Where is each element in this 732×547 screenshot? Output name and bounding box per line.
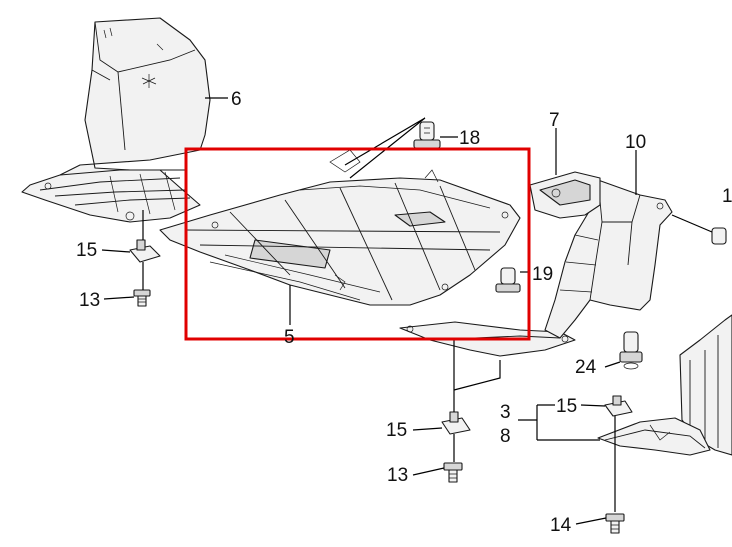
label-part-10: 10	[625, 132, 646, 153]
label-part-6: 6	[231, 89, 242, 110]
leader-lines	[101, 97, 713, 525]
part-3-8-guard	[597, 417, 711, 456]
nut-15-left	[129, 239, 161, 263]
label-part-1: 1	[722, 186, 732, 207]
label-part-15-center: 15	[386, 420, 407, 441]
label-part-15-right: 15	[556, 396, 577, 417]
part-6-splash-shield	[21, 17, 211, 223]
label-part-7: 7	[549, 110, 560, 131]
part-7-bracket	[529, 171, 601, 219]
label-part-24: 24	[575, 357, 597, 378]
label-part-8: 8	[500, 426, 511, 447]
label-part-3: 3	[500, 402, 511, 423]
highlight-box	[184, 147, 531, 341]
part-5-engine-undercover	[159, 149, 521, 306]
label-part-15-left: 15	[76, 240, 97, 261]
nut-15-center	[441, 411, 471, 435]
label-part-5: 5	[284, 327, 295, 348]
bolt-13-left	[133, 289, 151, 307]
clip-upper-right	[711, 227, 727, 245]
clip-19	[495, 267, 521, 293]
label-part-18: 18	[459, 128, 480, 149]
label-part-19: 19	[532, 264, 553, 285]
bolt-14	[605, 513, 625, 534]
nut-15-right	[604, 395, 633, 417]
label-part-13-center: 13	[387, 465, 408, 486]
label-part-13-left: 13	[79, 290, 100, 311]
clip-18	[413, 121, 441, 149]
bolt-13-center	[443, 462, 463, 483]
label-part-14: 14	[550, 515, 572, 536]
clip-24	[619, 331, 643, 370]
